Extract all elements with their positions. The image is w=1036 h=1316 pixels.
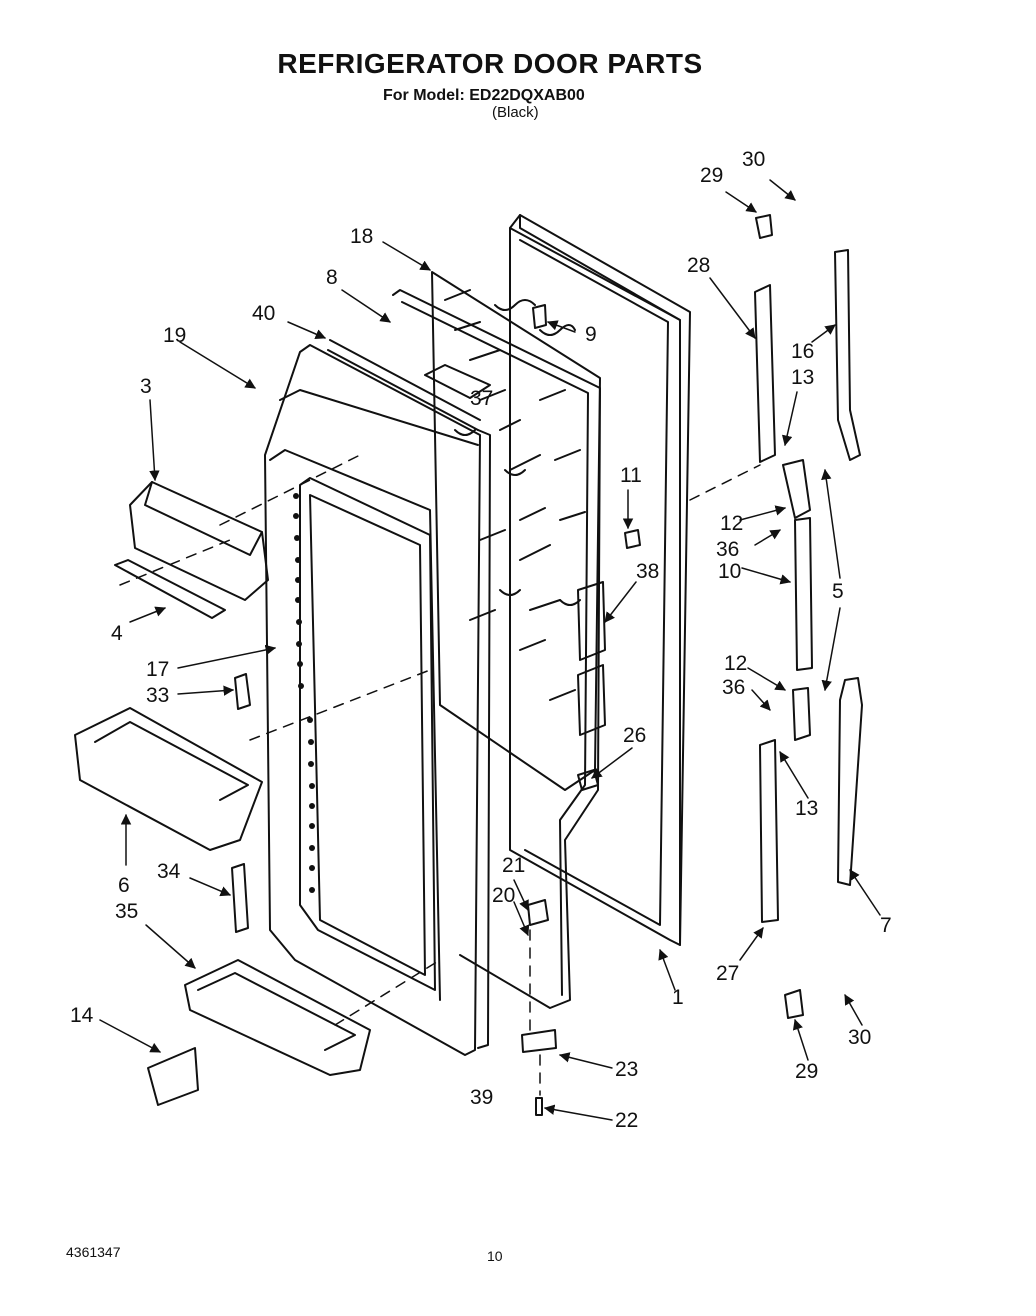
assembly-lines [119, 454, 761, 1096]
callout-12-bottom: 12 [724, 652, 747, 675]
callout-11: 11 [620, 464, 642, 487]
callout-16: 16 [791, 340, 814, 363]
callout-40: 40 [252, 302, 275, 325]
callout-13-bottom: 13 [795, 797, 818, 820]
color-line: (Black) [492, 104, 539, 121]
page-number: 10 [487, 1248, 503, 1264]
page-title: REFRIGERATOR DOOR PARTS [277, 48, 703, 79]
callout-labels: 3 4 19 40 8 18 9 37 17 33 6 34 35 14 11 … [70, 148, 892, 1132]
callout-10: 10 [718, 560, 741, 583]
callout-37: 37 [470, 387, 493, 410]
model-line: For Model: ED22DQXAB00 [383, 87, 585, 104]
callout-1: 1 [672, 986, 684, 1009]
callout-19: 19 [163, 324, 186, 347]
callout-36-top: 36 [716, 538, 739, 561]
callout-36-bottom: 36 [722, 676, 745, 699]
foam-insulation [431, 271, 601, 791]
callout-9: 9 [585, 323, 597, 346]
callout-21: 21 [502, 854, 525, 877]
callout-23: 23 [615, 1058, 638, 1081]
callout-29-top: 29 [700, 164, 723, 187]
callout-28: 28 [687, 254, 710, 277]
callout-38: 38 [636, 560, 659, 583]
outer-door-panel [509, 214, 691, 946]
callout-34: 34 [157, 860, 181, 883]
door-gasket [392, 289, 601, 1009]
doc-number: 4361347 [66, 1244, 121, 1260]
callout-7: 7 [880, 914, 892, 937]
leader-lines [99, 179, 881, 1121]
callout-20: 20 [492, 884, 515, 907]
callout-26: 26 [623, 724, 646, 747]
callout-4: 4 [111, 622, 123, 645]
callout-13-top: 13 [791, 366, 814, 389]
door-hardware [424, 304, 641, 1116]
callout-12-top: 12 [720, 512, 743, 535]
callout-35: 35 [115, 900, 138, 923]
callout-30-top: 30 [742, 148, 765, 171]
callout-6: 6 [118, 874, 130, 897]
callout-5: 5 [832, 580, 844, 603]
callout-27: 27 [716, 962, 739, 985]
callout-33: 33 [146, 684, 169, 707]
door-bin-large [74, 707, 263, 851]
callout-14: 14 [70, 1004, 94, 1027]
callout-22: 22 [615, 1109, 638, 1132]
door-bin-small [184, 959, 371, 1076]
inner-door-liner [264, 339, 491, 1056]
callout-17: 17 [146, 658, 169, 681]
dairy-compartment [114, 481, 269, 619]
callout-39: 39 [470, 1086, 493, 1109]
callout-8: 8 [326, 266, 338, 289]
callout-30-bottom: 30 [848, 1026, 871, 1049]
callout-3: 3 [140, 375, 152, 398]
shelf-rack-holes [293, 493, 315, 893]
callout-29-bottom: 29 [795, 1060, 818, 1083]
callout-18: 18 [350, 225, 373, 248]
hinge-parts [754, 214, 863, 1019]
brackets [147, 673, 251, 1106]
